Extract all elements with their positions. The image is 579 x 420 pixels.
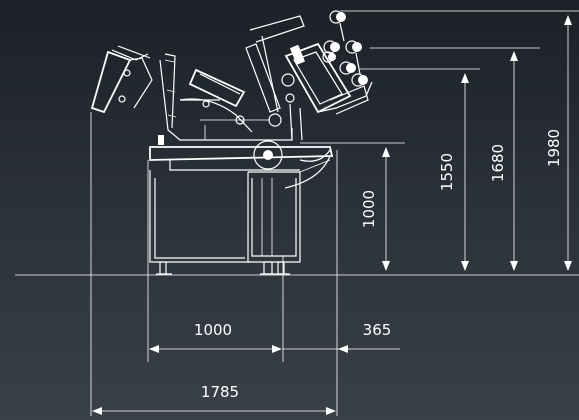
- machine-outline: [90, 10, 373, 275]
- dimension-365: 365: [283, 321, 400, 353]
- dim-label-1680: 1680: [489, 144, 507, 182]
- dimension-1550: 1550: [360, 68, 480, 271]
- dimension-1000-horizontal: 1000: [149, 321, 282, 353]
- dimension-1000: 1000: [300, 142, 405, 271]
- dim-label-1785: 1785: [201, 383, 239, 401]
- control-knobs: [322, 10, 368, 87]
- dim-label-1000-horizontal: 1000: [194, 321, 232, 339]
- dim-label-1980: 1980: [545, 129, 563, 167]
- dim-label-1000-vertical: 1000: [360, 190, 378, 228]
- dimension-1680: 1680: [370, 47, 540, 271]
- dimension-1785: 1785: [92, 383, 336, 415]
- dim-label-1550: 1550: [438, 153, 456, 191]
- dim-label-365: 365: [363, 321, 392, 339]
- dimension-1980: 1980: [340, 10, 579, 271]
